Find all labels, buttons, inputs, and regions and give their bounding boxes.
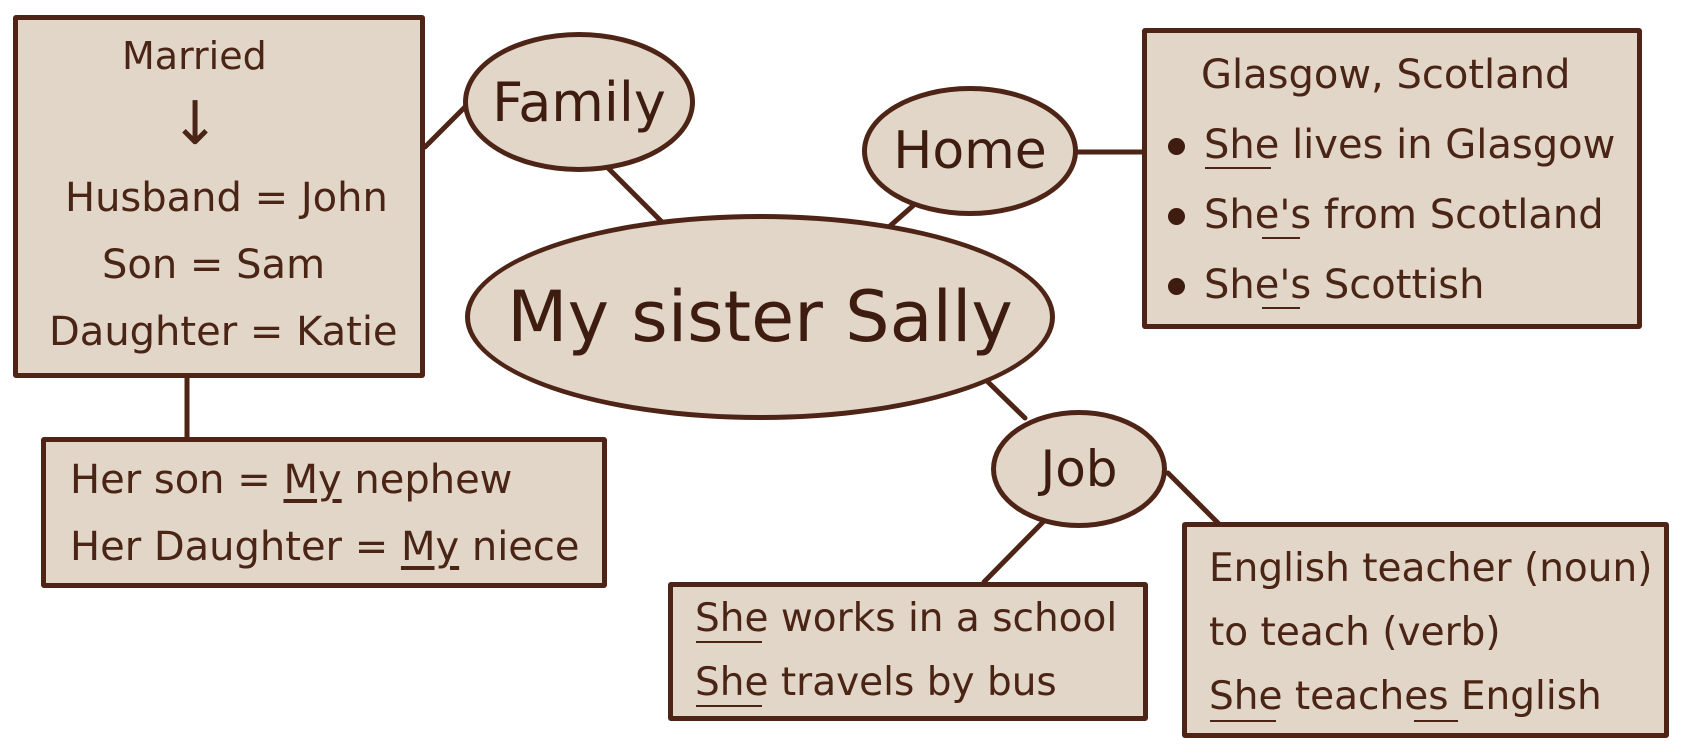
family-box-connector bbox=[422, 102, 470, 150]
family-box: Married ↓ Husband = John Son = Sam Daugh… bbox=[13, 15, 425, 378]
family-center-connector bbox=[602, 162, 665, 225]
relatives-line-2-suffix: niece bbox=[459, 524, 580, 570]
relatives-line-2-underlined: My bbox=[400, 524, 460, 570]
home-bullet-1: She lives in Glasgow bbox=[1204, 122, 1616, 168]
job-node: Job bbox=[991, 410, 1167, 528]
relatives-line-2-prefix: Her Daughter = bbox=[70, 524, 401, 570]
she-underline bbox=[1205, 167, 1271, 169]
teacher-line-3: She teaches English bbox=[1209, 674, 1602, 719]
she-underline bbox=[696, 705, 762, 707]
son-label: Son = Sam bbox=[102, 242, 326, 288]
job-teacher-connector bbox=[1165, 470, 1223, 528]
daughter-label: Daughter = Katie bbox=[49, 309, 398, 355]
relatives-line-2: Her Daughter = My niece bbox=[70, 527, 580, 567]
she-underline bbox=[696, 641, 762, 643]
home-bullet-3: She's Scottish bbox=[1204, 262, 1485, 308]
home-node: Home bbox=[862, 86, 1078, 216]
job-school-connector bbox=[981, 519, 1046, 585]
teacher-line-2: to teach (verb) bbox=[1209, 610, 1501, 655]
home-center-connector bbox=[887, 201, 918, 229]
school-line-2: She travels by bus bbox=[695, 660, 1057, 705]
school-line-1: She works in a school bbox=[695, 596, 1118, 641]
teacher-box: English teacher (noun) to teach (verb) S… bbox=[1182, 522, 1669, 738]
relatives-line-1: Her son = My nephew bbox=[70, 460, 512, 500]
teacher-line-1: English teacher (noun) bbox=[1209, 546, 1653, 591]
bullet-icon bbox=[1168, 208, 1185, 225]
family-node: Family bbox=[463, 32, 695, 172]
center-node-label: My sister Sally bbox=[507, 276, 1013, 358]
center-node: My sister Sally bbox=[465, 214, 1055, 420]
job-node-label: Job bbox=[1040, 440, 1118, 498]
home-node-label: Home bbox=[893, 121, 1047, 181]
down-arrow-icon: ↓ bbox=[170, 89, 221, 159]
family-node-label: Family bbox=[492, 70, 666, 134]
apostrophe-s-underline bbox=[1262, 307, 1300, 309]
school-box: She works in a school She travels by bus bbox=[668, 582, 1148, 721]
bullet-icon bbox=[1168, 278, 1185, 295]
relatives-line-1-suffix: nephew bbox=[341, 457, 513, 503]
bullet-icon bbox=[1168, 138, 1185, 155]
es-underline bbox=[1414, 720, 1458, 722]
relatives-line-1-prefix: Her son = bbox=[70, 457, 284, 503]
home-bullet-2: She's from Scotland bbox=[1204, 192, 1604, 238]
center-job-connector bbox=[985, 379, 1028, 421]
relatives-box: Her son = My nephew Her Daughter = My ni… bbox=[41, 437, 607, 588]
relatives-line-1-underlined: My bbox=[283, 457, 342, 503]
she-underline bbox=[1210, 720, 1276, 722]
home-title: Glasgow, Scotland bbox=[1201, 52, 1571, 98]
apostrophe-s-underline bbox=[1262, 237, 1300, 239]
married-label: Married bbox=[122, 34, 267, 78]
home-box: Glasgow, Scotland She lives in Glasgow S… bbox=[1142, 28, 1642, 329]
husband-label: Husband = John bbox=[65, 175, 388, 221]
